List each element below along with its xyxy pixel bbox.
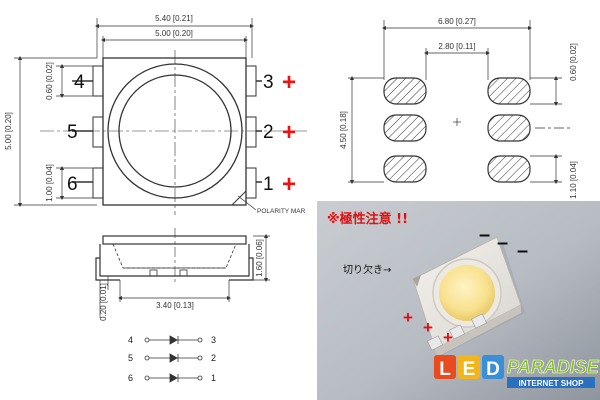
standoff-label: 0.20 [0.01] bbox=[99, 283, 108, 321]
width-inner-label: 5.00 [0.20] bbox=[155, 29, 193, 38]
pad-1 bbox=[245, 167, 257, 199]
top-view bbox=[14, 18, 310, 215]
anode-photo-mark-2: + bbox=[423, 318, 433, 337]
schematic-pin-1: 1 bbox=[211, 373, 216, 383]
footprint-gap-label: 2.80 [0.11] bbox=[438, 42, 475, 51]
schematic-pin-6: 6 bbox=[128, 373, 133, 383]
footprint-pad-height-label: 0.60 [0.02] bbox=[569, 43, 578, 81]
footprint-pad-1 bbox=[487, 155, 531, 183]
package-body bbox=[102, 57, 247, 206]
footprint-pad-6 bbox=[383, 155, 427, 183]
anode-mark-2: + bbox=[282, 119, 296, 146]
cathode-mark-2: – bbox=[497, 232, 508, 254]
schematic-pin-4: 4 bbox=[128, 335, 133, 345]
anode-photo-mark-3: + bbox=[443, 328, 453, 347]
pin-label-1: 1 bbox=[263, 174, 274, 195]
led-package-photo bbox=[412, 236, 525, 357]
footprint-view bbox=[348, 20, 570, 185]
schematic-diagram bbox=[144, 335, 203, 383]
width-outer-label: 5.40 [0.21] bbox=[155, 14, 193, 23]
height-label: 5.00 [0.20] bbox=[4, 112, 13, 150]
logo-letter-l: L bbox=[439, 359, 451, 380]
pad-3 bbox=[245, 65, 257, 97]
pad-width-label: 1.00 [0.04] bbox=[45, 164, 54, 202]
pad-pitch-label: 0.60 [0.02] bbox=[45, 62, 54, 100]
anode-photo-mark-1: + bbox=[403, 308, 413, 327]
schematic-row-2 bbox=[144, 353, 203, 363]
led-photo-panel: ※極性注意 !! 切り欠き→ – – – + + + L E D PARADIS… bbox=[317, 201, 600, 400]
cathode-mark-1: – bbox=[479, 224, 490, 246]
polarity-warning: ※極性注意 !! bbox=[327, 211, 408, 227]
thickness-label: 1.60 [0.06] bbox=[255, 239, 264, 277]
pad-5 bbox=[92, 116, 104, 148]
pin-label-5: 5 bbox=[67, 122, 78, 143]
pad-4 bbox=[92, 65, 104, 97]
pad-6 bbox=[92, 167, 104, 199]
logo-brand-name: PARADISE bbox=[507, 357, 600, 377]
logo-letter-d: D bbox=[486, 359, 500, 380]
anode-mark-1: + bbox=[282, 171, 296, 198]
polarity-mark-label: POLARITY MAR bbox=[257, 208, 306, 215]
pin-label-6: 6 bbox=[67, 174, 78, 195]
footprint-pad-length-label: 1.10 [0.04] bbox=[569, 161, 578, 199]
footprint-pad-2 bbox=[487, 114, 531, 142]
footprint-width-label: 6.80 [0.27] bbox=[438, 17, 476, 26]
pin-label-4: 4 bbox=[74, 72, 85, 93]
notch-label: 切り欠き→ bbox=[343, 263, 391, 276]
logo-tagline: INTERNET SHOP bbox=[519, 379, 585, 388]
footprint-pad-5 bbox=[383, 114, 427, 142]
schematic-row-1 bbox=[144, 335, 203, 345]
schematic-pin-3: 3 bbox=[211, 335, 216, 345]
schematic-row-3 bbox=[144, 373, 203, 383]
anode-mark-3: + bbox=[282, 69, 296, 96]
side-view bbox=[95, 228, 270, 318]
schematic-pin-5: 5 bbox=[128, 353, 133, 363]
pad-2 bbox=[245, 116, 257, 148]
led-paradise-logo: L E D PARADISE INTERNET SHOP bbox=[434, 355, 600, 388]
schematic-pin-2: 2 bbox=[211, 353, 216, 363]
lens-width-label: 3.40 [0.13] bbox=[156, 301, 194, 310]
footprint-pad-4 bbox=[383, 77, 427, 105]
logo-letter-e: E bbox=[463, 359, 476, 380]
footprint-pad-3 bbox=[487, 77, 531, 105]
pin-label-2: 2 bbox=[263, 122, 274, 143]
pin-label-3: 3 bbox=[263, 72, 274, 93]
footprint-pads bbox=[383, 77, 531, 183]
footprint-height-label: 4.50 [0.18] bbox=[339, 111, 348, 149]
cathode-mark-3: – bbox=[517, 240, 528, 262]
